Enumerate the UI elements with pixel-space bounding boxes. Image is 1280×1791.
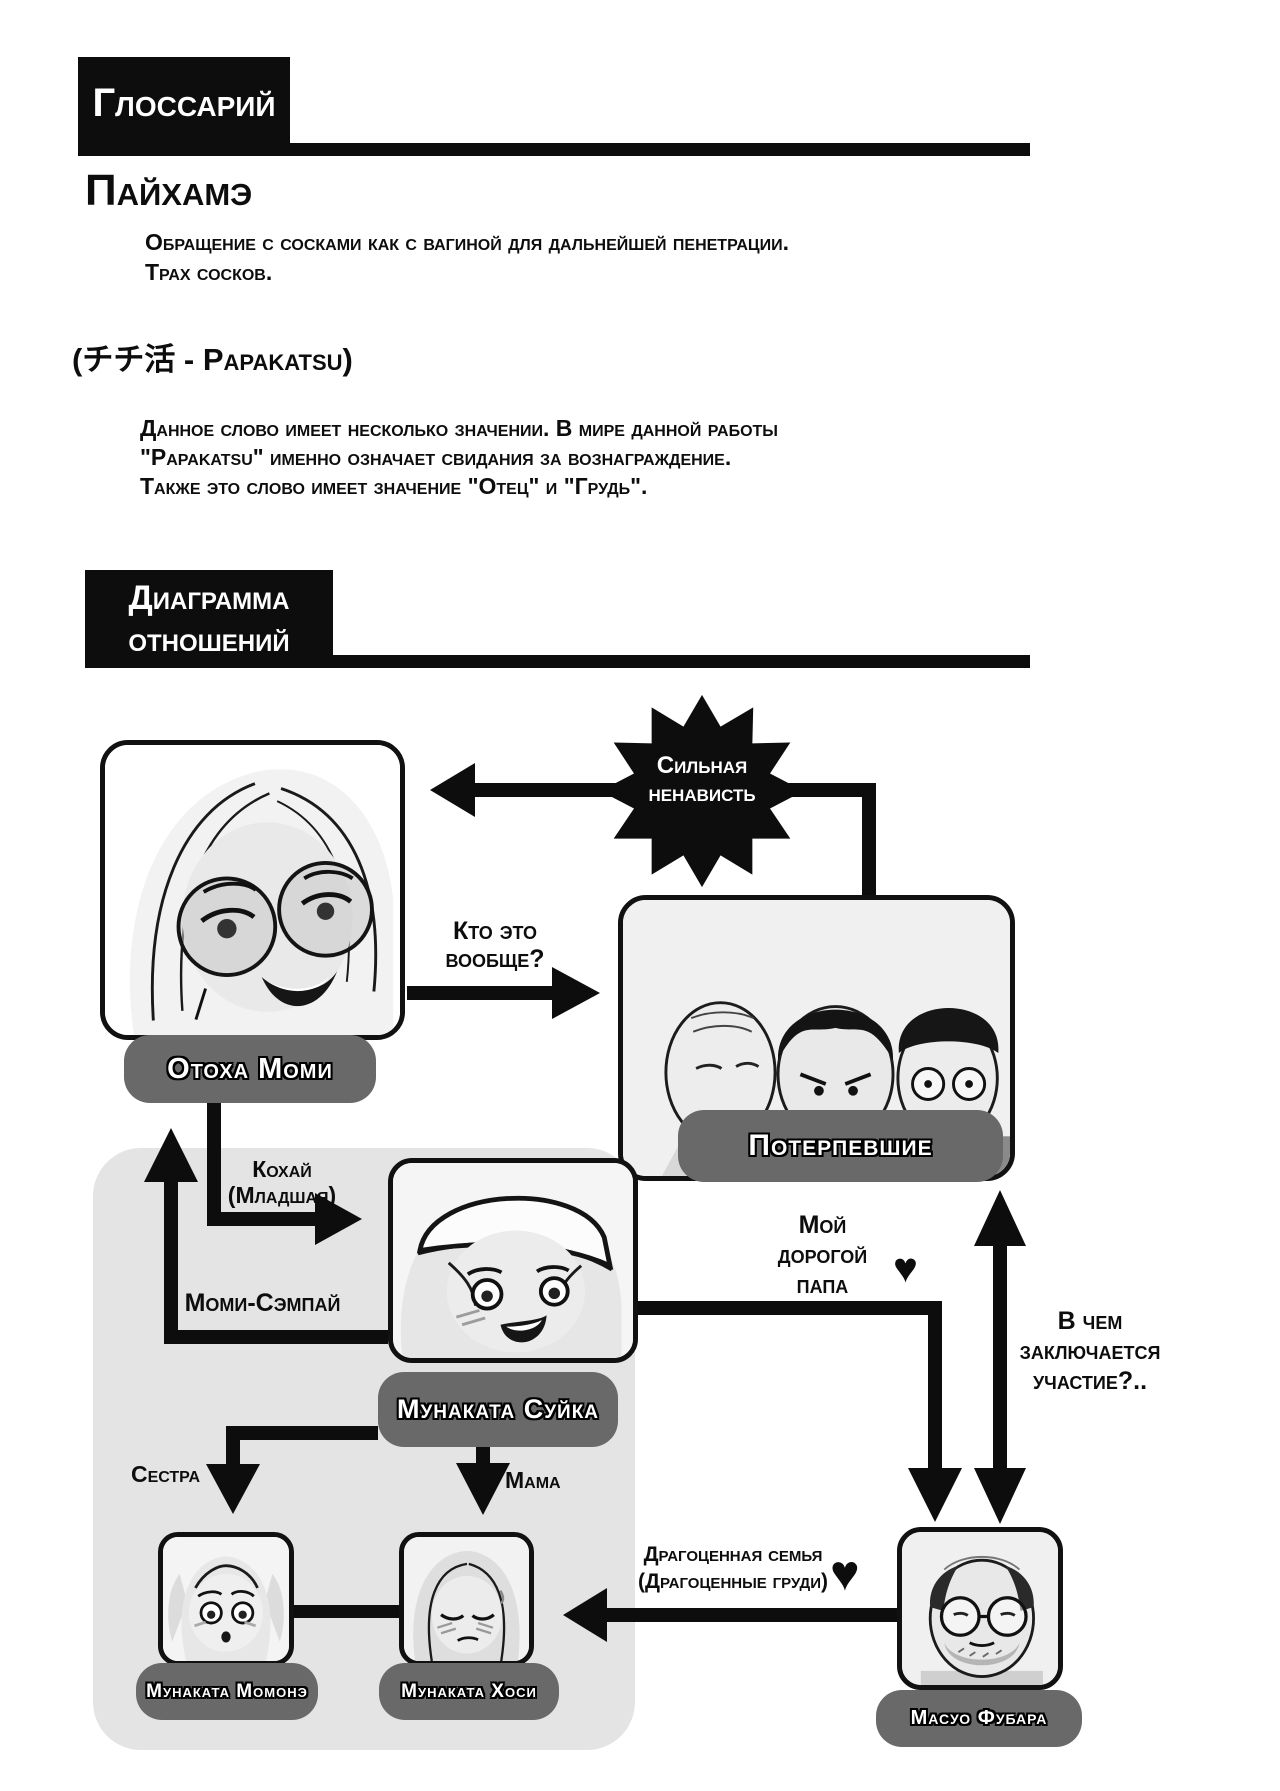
papa-arrow-line-horizontal bbox=[638, 1301, 942, 1315]
masuo-badge: Масуо Фубара bbox=[876, 1690, 1082, 1747]
sister-label: Сестра bbox=[130, 1461, 201, 1487]
victims-badge-label: Потерпевшие bbox=[748, 1129, 933, 1162]
hoshi-portrait-image bbox=[404, 1537, 529, 1661]
term-paihame: Пайхамэ bbox=[85, 166, 253, 215]
hoshi-portrait bbox=[399, 1532, 534, 1666]
momone-portrait-image bbox=[163, 1537, 289, 1661]
family-label: Драгоценная семья (Драгоценные груди) bbox=[638, 1543, 828, 1593]
glossary-header-box: Глоссарий bbox=[78, 57, 290, 149]
definition-line: Обращение с сосками как с вагиной для да… bbox=[145, 229, 789, 255]
sibling-connector-line bbox=[293, 1605, 400, 1618]
suika-portrait-image bbox=[393, 1163, 633, 1358]
papa-arrow-line-vertical bbox=[928, 1301, 942, 1471]
victims-badge: Потерпевшие bbox=[678, 1110, 1003, 1182]
hate-starburst: Сильная ненависть bbox=[596, 684, 808, 898]
senpai-arrow-line-vertical bbox=[164, 1180, 178, 1344]
family-arrow-line bbox=[603, 1608, 898, 1622]
diagram-header-line: отношений bbox=[128, 621, 290, 659]
momone-badge: Мунаката Момонэ bbox=[136, 1663, 318, 1720]
term-paihame-definition: Обращение с сосками как с вагиной для да… bbox=[145, 227, 789, 287]
kouhai-arrow-line-horizontal bbox=[207, 1212, 317, 1226]
suika-badge-label: Мунаката Суйка bbox=[396, 1394, 600, 1424]
masuo-portrait bbox=[897, 1527, 1063, 1690]
participation-label: В чем заключается участие?.. bbox=[1019, 1307, 1161, 1395]
sister-arrow-line-horizontal bbox=[226, 1426, 378, 1440]
glossary-header-title: Глоссарий bbox=[92, 80, 276, 125]
kouhai-label: Кохай (Младшая) bbox=[227, 1156, 337, 1208]
hate-arrowhead-left-icon bbox=[430, 763, 475, 817]
mama-arrowhead-down-icon bbox=[456, 1463, 510, 1515]
mama-arrow-line-vertical bbox=[476, 1447, 490, 1467]
kouhai-arrow-line-vertical bbox=[207, 1103, 221, 1226]
otoha-portrait-image bbox=[105, 745, 400, 1035]
hoshi-badge: Мунаката Хоси bbox=[379, 1663, 559, 1720]
momone-badge-label: Мунаката Момонэ bbox=[146, 1680, 308, 1702]
kouhai-arrowhead-right-icon bbox=[315, 1193, 362, 1245]
who-arrowhead-right-icon bbox=[552, 967, 600, 1019]
definition-line: Данное слово имеет несколько значении. В… bbox=[140, 415, 778, 441]
masuo-badge-label: Масуо Фубара bbox=[910, 1707, 1048, 1729]
participation-arrowhead-down-icon bbox=[974, 1468, 1026, 1524]
senpai-arrow-line-horizontal bbox=[164, 1330, 388, 1344]
papa-heart-icon: ♥ bbox=[893, 1244, 918, 1291]
hate-label: Сильная ненависть bbox=[648, 752, 756, 807]
hate-arrow-line-vertical bbox=[862, 783, 876, 900]
senpai-label: Моми-Сэмпай bbox=[184, 1289, 341, 1317]
senpai-arrowhead-up-icon bbox=[144, 1128, 198, 1182]
term-papakatsu: (チチ活 - Papakatsu) bbox=[72, 342, 353, 377]
papa-arrowhead-down-icon bbox=[908, 1468, 962, 1522]
otoha-badge-label: Отоха Моми bbox=[167, 1052, 333, 1085]
definition-line: Также это слово имеет значение "Отец" и … bbox=[140, 473, 648, 499]
otoha-portrait bbox=[100, 740, 405, 1040]
hoshi-badge-label: Мунаката Хоси bbox=[401, 1680, 537, 1702]
suika-badge: Мунаката Суйка bbox=[378, 1372, 618, 1447]
family-arrowhead-left-icon bbox=[563, 1588, 607, 1642]
definition-line: "Papakatsu" именно означает свидания за … bbox=[140, 444, 732, 470]
term-papakatsu-definition: Данное слово имеет несколько значении. В… bbox=[140, 414, 778, 501]
participation-arrow-line-vertical bbox=[993, 1244, 1007, 1472]
definition-line: Трах сосков. bbox=[145, 259, 273, 285]
starburst-icon bbox=[600, 694, 804, 888]
otoha-badge: Отоха Моми bbox=[124, 1035, 376, 1103]
diagram-header-box: Диаграмма отношений bbox=[85, 570, 333, 668]
participation-arrowhead-up-icon bbox=[974, 1190, 1026, 1246]
masuo-portrait-image bbox=[902, 1532, 1058, 1685]
sister-arrowhead-down-icon bbox=[206, 1464, 260, 1514]
mama-label: Мама bbox=[505, 1467, 561, 1493]
sister-arrow-line-vertical bbox=[226, 1426, 240, 1468]
glossary-header-underline bbox=[78, 143, 1030, 156]
who-label: Кто это вообще? bbox=[445, 917, 545, 973]
suika-portrait bbox=[388, 1158, 638, 1363]
papa-label: Мой дорогой папа bbox=[777, 1211, 868, 1299]
momone-portrait bbox=[158, 1532, 294, 1666]
family-heart-icon: ♥ bbox=[830, 1545, 860, 1601]
diagram-header-line: Диаграмма bbox=[128, 579, 290, 617]
who-arrow-line bbox=[407, 986, 552, 1000]
